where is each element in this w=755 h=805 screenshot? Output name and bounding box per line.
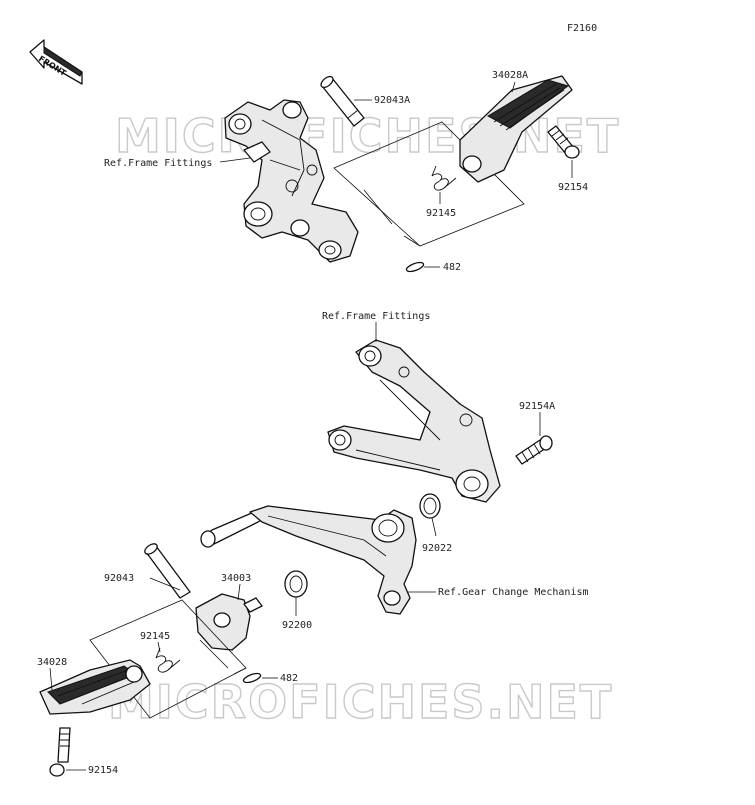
front-arrow-icon: FRONT bbox=[29, 39, 83, 85]
label-92043: 92043 bbox=[104, 573, 134, 584]
watermark-top: MICROFICHES.NET bbox=[115, 109, 620, 163]
washer-92022 bbox=[419, 493, 441, 519]
label-92154A: 92154A bbox=[519, 401, 555, 412]
explode-box-top bbox=[333, 121, 525, 247]
label-ref-frame-mid: Ref.Frame Fittings bbox=[322, 311, 430, 322]
label-92154-bottom: 92154 bbox=[88, 765, 118, 776]
washer-92200 bbox=[284, 570, 308, 598]
pedal-lever bbox=[200, 505, 417, 615]
footrest-34028 bbox=[39, 659, 151, 715]
label-92145-bottom: 92145 bbox=[140, 631, 170, 642]
label-482-bottom: 482 bbox=[280, 673, 298, 684]
spring-92145-top bbox=[431, 165, 457, 191]
label-92145-top: 92145 bbox=[426, 208, 456, 219]
pin-92043 bbox=[144, 543, 191, 599]
footrest-34028A bbox=[459, 75, 573, 183]
label-92200: 92200 bbox=[282, 620, 312, 631]
label-92022: 92022 bbox=[422, 543, 452, 554]
label-34028: 34028 bbox=[37, 657, 67, 668]
lower-footrest-bracket bbox=[327, 339, 501, 503]
pin-92043A bbox=[320, 75, 365, 127]
watermark-bottom: MICROFICHES.NET bbox=[108, 675, 613, 729]
label-482-top: 482 bbox=[443, 262, 461, 273]
bolt-92154-bottom bbox=[49, 727, 71, 777]
bolt-92154A bbox=[515, 435, 553, 465]
label-34028A: 34028A bbox=[492, 70, 528, 81]
label-ref-gear: Ref.Gear Change Mechanism bbox=[438, 587, 589, 598]
bolt-92154-top bbox=[547, 125, 580, 159]
label-34003: 34003 bbox=[221, 573, 251, 584]
label-ref-frame-top: Ref.Frame Fittings bbox=[104, 158, 212, 169]
footrest-holder-34003 bbox=[195, 593, 263, 651]
label-92154-top: 92154 bbox=[558, 182, 588, 193]
snap-ring-482-top bbox=[405, 261, 425, 273]
snap-ring-482-bottom bbox=[242, 672, 262, 684]
label-92043A: 92043A bbox=[374, 95, 410, 106]
diagram-code: F2160 bbox=[567, 23, 597, 34]
upper-footrest-bracket bbox=[224, 99, 359, 263]
